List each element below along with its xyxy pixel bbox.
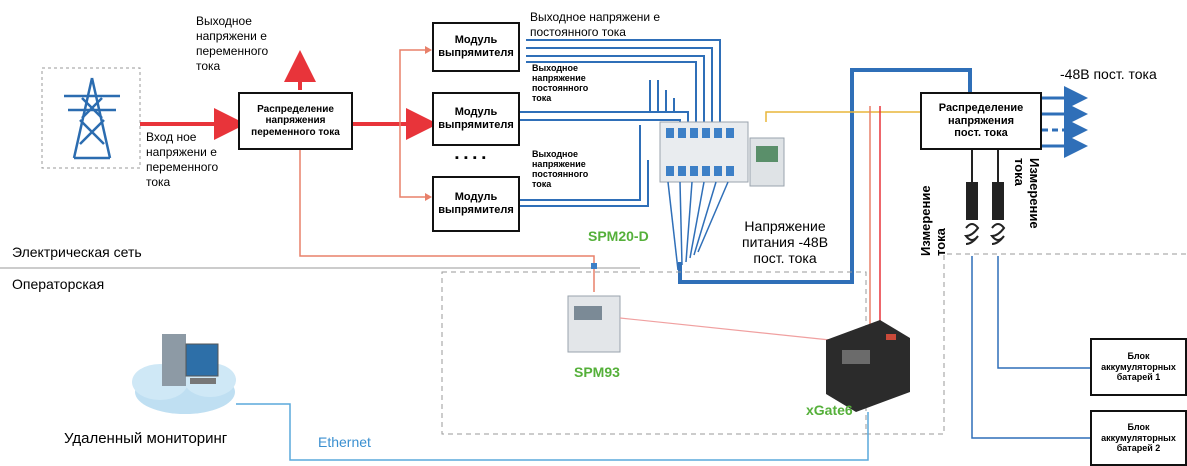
current-sensor-icons — [963, 150, 1006, 245]
supply-voltage-label: Напряжение питания -48В пост. тока — [742, 218, 829, 267]
spm20-label: SPM20-D — [588, 228, 649, 244]
xgate6-device-icon — [826, 320, 910, 412]
remote-monitoring-icon — [132, 334, 236, 414]
dc-bus-line — [678, 68, 972, 284]
ethernet-label: Ethernet — [318, 434, 371, 450]
ac-distribution-box: Распределение напряжения переменного ток… — [238, 92, 353, 150]
rectifier-module-2: Модуль выпрямителя — [432, 92, 520, 146]
xgate6-label: xGate6 — [806, 402, 853, 418]
battery-block-1: Блок аккумуляторных батарей 1 — [1090, 338, 1187, 396]
current-measurement-label-1: Измерение тока — [918, 185, 948, 256]
spm20-device-icon — [659, 121, 785, 187]
dc-output-label-top: Выходное напряжени е постоянного тока — [530, 10, 661, 39]
zone-operator-label: Операторская — [12, 276, 105, 292]
transmission-tower-icon — [41, 67, 141, 169]
dc-output-label-low: Выходное напряжение постоянного тока — [532, 149, 589, 189]
current-measurement-label-2: Измерение тока — [1012, 158, 1042, 229]
remote-monitoring-label: Удаленный мониторинг — [64, 430, 228, 447]
operator-zone-boundary — [441, 271, 867, 435]
rectifier-ellipsis: ▪ ▪ ▪ ▪ — [455, 152, 487, 164]
spm93-label: SPM93 — [574, 364, 620, 380]
rectifier-module-3: Модуль выпрямителя — [432, 176, 520, 232]
ac-output-label: Выходное напряжени е переменного тока — [196, 14, 269, 73]
dc-output-right-label: -48В пост. тока — [1060, 66, 1157, 82]
spm93-meter-icon — [567, 295, 621, 353]
ac-input-label: Вход ное напряжени е переменного тока — [146, 130, 219, 189]
zone-power-label: Электрическая сеть — [12, 244, 142, 260]
rectifier-module-1: Модуль выпрямителя — [432, 22, 520, 72]
battery-block-2: Блок аккумуляторных батарей 2 — [1090, 410, 1187, 466]
ethernet-line — [236, 403, 869, 461]
dc-distribution-box: Распределение напряжения пост. тока — [920, 92, 1042, 150]
dc-output-label-mid: Выходное напряжение постоянного тока — [532, 63, 589, 103]
